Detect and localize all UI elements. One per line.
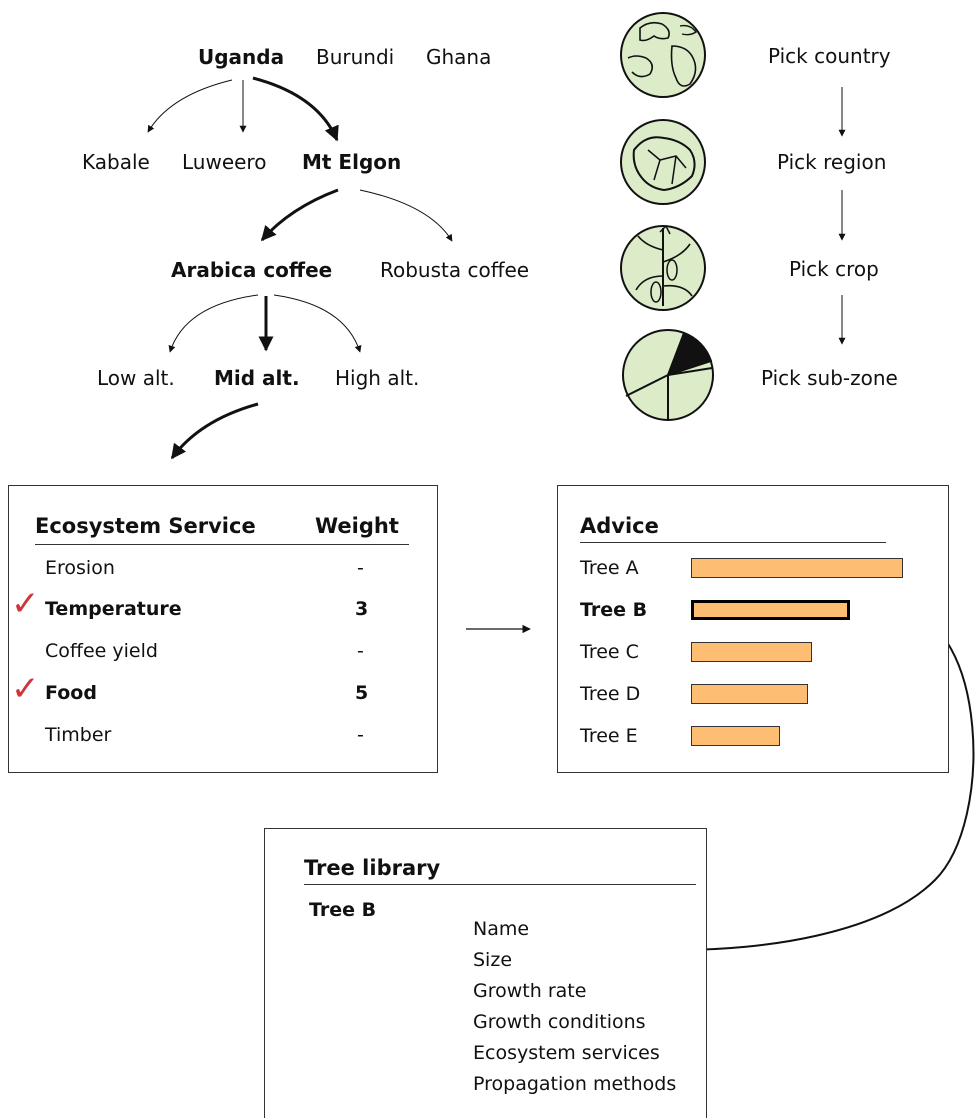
crop-option[interactable]: Arabica coffee: [171, 258, 333, 282]
zone-option[interactable]: Mid alt.: [214, 366, 300, 390]
service-name: Timber: [45, 724, 112, 746]
field-item: Name: [473, 918, 530, 940]
region-option[interactable]: Luweero: [182, 150, 267, 174]
region-option[interactable]: Mt Elgon: [302, 150, 402, 174]
tree-label: Tree D: [580, 683, 641, 705]
service-weight: -: [357, 640, 364, 662]
tree-label: Tree B: [580, 599, 648, 621]
panel-title: Advice: [580, 514, 659, 538]
country-option[interactable]: Ghana: [426, 45, 492, 69]
service-name: Temperature: [45, 598, 182, 620]
map-icon: [620, 119, 706, 205]
step-label: Pick crop: [789, 257, 879, 281]
arrow-advice-to-library: [678, 611, 975, 957]
tree-label: Tree A: [580, 557, 639, 579]
country-option[interactable]: Uganda: [198, 45, 285, 69]
field-item: Size: [473, 949, 513, 971]
service-weight: -: [357, 557, 364, 579]
arrow-uganda-mtelgon: [252, 76, 339, 142]
advice-panel: Advice Tree A Tree B Tree C Tree D Tree E: [557, 485, 949, 773]
zone-option[interactable]: High alt.: [335, 366, 420, 390]
step-label: Pick region: [777, 150, 887, 174]
service-name: Coffee yield: [45, 640, 158, 662]
zone-option[interactable]: Low alt.: [97, 366, 175, 390]
arrow-mid-to-panel: [170, 402, 259, 460]
tree-label: Tree C: [580, 641, 639, 663]
field-item: Ecosystem services: [473, 1042, 660, 1064]
tree-arrows: [147, 76, 975, 957]
country-option[interactable]: Burundi: [316, 45, 395, 69]
pie-zone-icon: [622, 329, 714, 421]
tree-library-panel: Tree library Tree B Name Size Growth rat…: [264, 828, 707, 1118]
service-weight: 3: [355, 598, 369, 620]
arrow-uganda-kabale: [147, 79, 233, 133]
title-divider: [304, 884, 696, 885]
field-item: Growth rate: [473, 980, 587, 1002]
column-header-weight: Weight: [315, 514, 399, 538]
title-divider: [580, 542, 886, 543]
crop-option[interactable]: Robusta coffee: [380, 258, 530, 282]
field-item: Growth conditions: [473, 1011, 646, 1033]
score-bar: [691, 558, 903, 578]
globe-icon: [620, 12, 706, 98]
score-bar: [691, 726, 780, 746]
service-weight: -: [357, 724, 364, 746]
arrow-mtelgon-arabica: [260, 188, 339, 242]
crop-plant-icon: [620, 224, 706, 311]
region-option[interactable]: Kabale: [82, 150, 150, 174]
arrow-mtelgon-robusta: [359, 189, 453, 242]
step-label: Pick country: [768, 44, 891, 68]
tree-name: Tree B: [309, 899, 377, 921]
arrow-arabica-high: [273, 294, 362, 353]
header-divider: [35, 544, 409, 545]
column-header-service: Ecosystem Service: [35, 514, 256, 538]
tree-label: Tree E: [580, 725, 638, 747]
checkmark-icon[interactable]: ✓: [11, 584, 40, 624]
ecosystem-service-panel: Ecosystem Service Weight Erosion - ✓ Tem…: [8, 485, 438, 773]
score-bar: [691, 642, 812, 662]
score-bar: [691, 600, 850, 620]
service-name: Food: [45, 682, 97, 704]
service-name: Erosion: [45, 557, 115, 579]
checkmark-icon[interactable]: ✓: [11, 669, 40, 709]
field-item: Propagation methods: [473, 1073, 677, 1095]
panel-title: Tree library: [304, 856, 441, 880]
step-label: Pick sub-zone: [761, 366, 898, 390]
service-weight: 5: [355, 682, 369, 704]
score-bar: [691, 684, 808, 704]
arrow-arabica-low: [168, 294, 259, 353]
